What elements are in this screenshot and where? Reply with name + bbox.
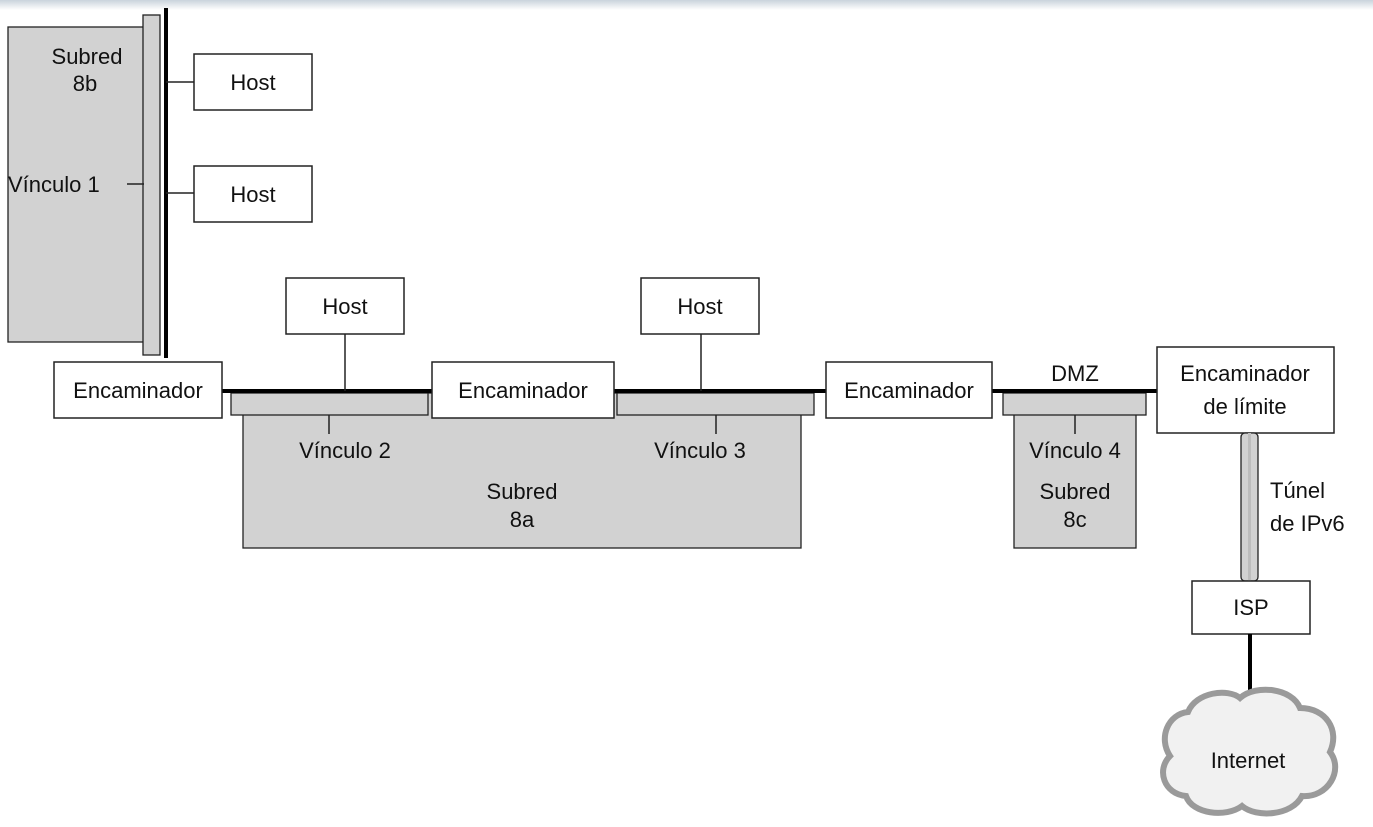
router-3: Encaminador xyxy=(825,361,993,419)
router-2: Encaminador xyxy=(431,361,615,419)
subnet-8a-area xyxy=(242,392,802,549)
link-1-bracket xyxy=(142,14,161,356)
router-1-label: Encaminador xyxy=(73,378,203,403)
isp-node: ISP xyxy=(1191,580,1311,635)
tunnel-label-line2: de IPv6 xyxy=(1270,511,1345,536)
link-2-bracket xyxy=(230,392,429,416)
host-top-2: Host xyxy=(193,165,313,223)
link-2-label: Vínculo 2 xyxy=(299,438,391,463)
host-mid-2: Host xyxy=(640,277,760,335)
host-mid-2-label: Host xyxy=(677,294,722,319)
host-top-2-label: Host xyxy=(230,182,275,207)
subnet-8c-label-line2: 8c xyxy=(1063,507,1086,532)
link-3-label: Vínculo 3 xyxy=(654,438,746,463)
host-top-1: Host xyxy=(193,53,313,111)
link-1-label: Vínculo 1 xyxy=(8,172,100,197)
link-3-bracket xyxy=(616,392,815,416)
link-4-bracket xyxy=(1002,392,1147,416)
link-4-label: Vínculo 4 xyxy=(1029,438,1121,463)
internet-cloud-icon: Internet xyxy=(1160,686,1339,817)
subnet-8a-label-line2: 8a xyxy=(510,507,535,532)
router-3-label: Encaminador xyxy=(844,378,974,403)
subnet-8b-label-line1: Subred xyxy=(52,44,123,69)
router-1: Encaminador xyxy=(53,361,223,419)
tunnel-label-line1: Túnel xyxy=(1270,478,1325,503)
border-router: Encaminador de límite xyxy=(1156,346,1335,434)
border-router-label-line2: de límite xyxy=(1203,394,1286,419)
border-router-label-line1: Encaminador xyxy=(1180,361,1310,386)
isp-label: ISP xyxy=(1233,595,1268,620)
dmz-label: DMZ xyxy=(1051,361,1099,386)
host-mid-1: Host xyxy=(285,277,405,335)
host-top-1-label: Host xyxy=(230,70,275,95)
subnet-8b-label-line2: 8b xyxy=(73,71,97,96)
router-2-label: Encaminador xyxy=(458,378,588,403)
internet-label: Internet xyxy=(1211,748,1286,773)
subnet-8c-label-line1: Subred xyxy=(1040,479,1111,504)
subnet-8a-label-line1: Subred xyxy=(487,479,558,504)
top-band xyxy=(0,0,1373,10)
host-mid-1-label: Host xyxy=(322,294,367,319)
